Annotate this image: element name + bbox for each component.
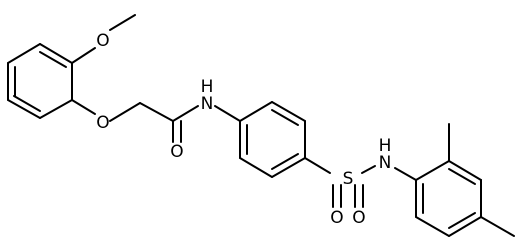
sulfonamide-nitrogen-label: N [379,153,392,173]
bond [239,157,273,178]
bond [109,102,141,122]
methoxyphenyl-ring [7,43,73,119]
bond [448,216,482,237]
bond [7,99,41,119]
methoxy-oxygen-label: O [96,31,109,51]
bond [271,153,299,170]
bond [71,47,96,64]
bond [415,216,450,237]
bond [271,101,306,122]
bond [448,160,482,181]
bond [415,160,450,181]
bond [109,14,136,31]
bond [214,105,241,122]
bond [271,109,299,126]
amide-hydrogen-label: H [201,77,214,97]
bond [139,102,174,122]
bond [172,105,199,122]
sulfur-label: S [343,169,354,189]
bond [361,165,376,174]
bond [448,168,476,185]
sulfonyl-oxygen-left-label: O [330,208,343,228]
dimethylphenyl-ring [415,160,482,237]
sulfonamide-hydrogen-label: H [379,136,392,156]
central-phenyl-ring [239,101,306,178]
bond [13,95,41,112]
bond [448,212,476,229]
bond [304,157,331,174]
bond [394,167,417,181]
amide-nitrogen-label: N [201,94,214,114]
bond [39,43,73,64]
bond [71,99,96,115]
bond [239,101,273,122]
ether-oxygen-label: O [96,113,109,133]
bond [39,51,67,68]
carbonyl-oxygen-label: O [170,142,183,162]
bond [271,157,306,178]
sulfonyl-oxygen-right-label: O [352,208,365,228]
bond [480,216,515,237]
bond [7,43,41,64]
bond [39,99,73,119]
